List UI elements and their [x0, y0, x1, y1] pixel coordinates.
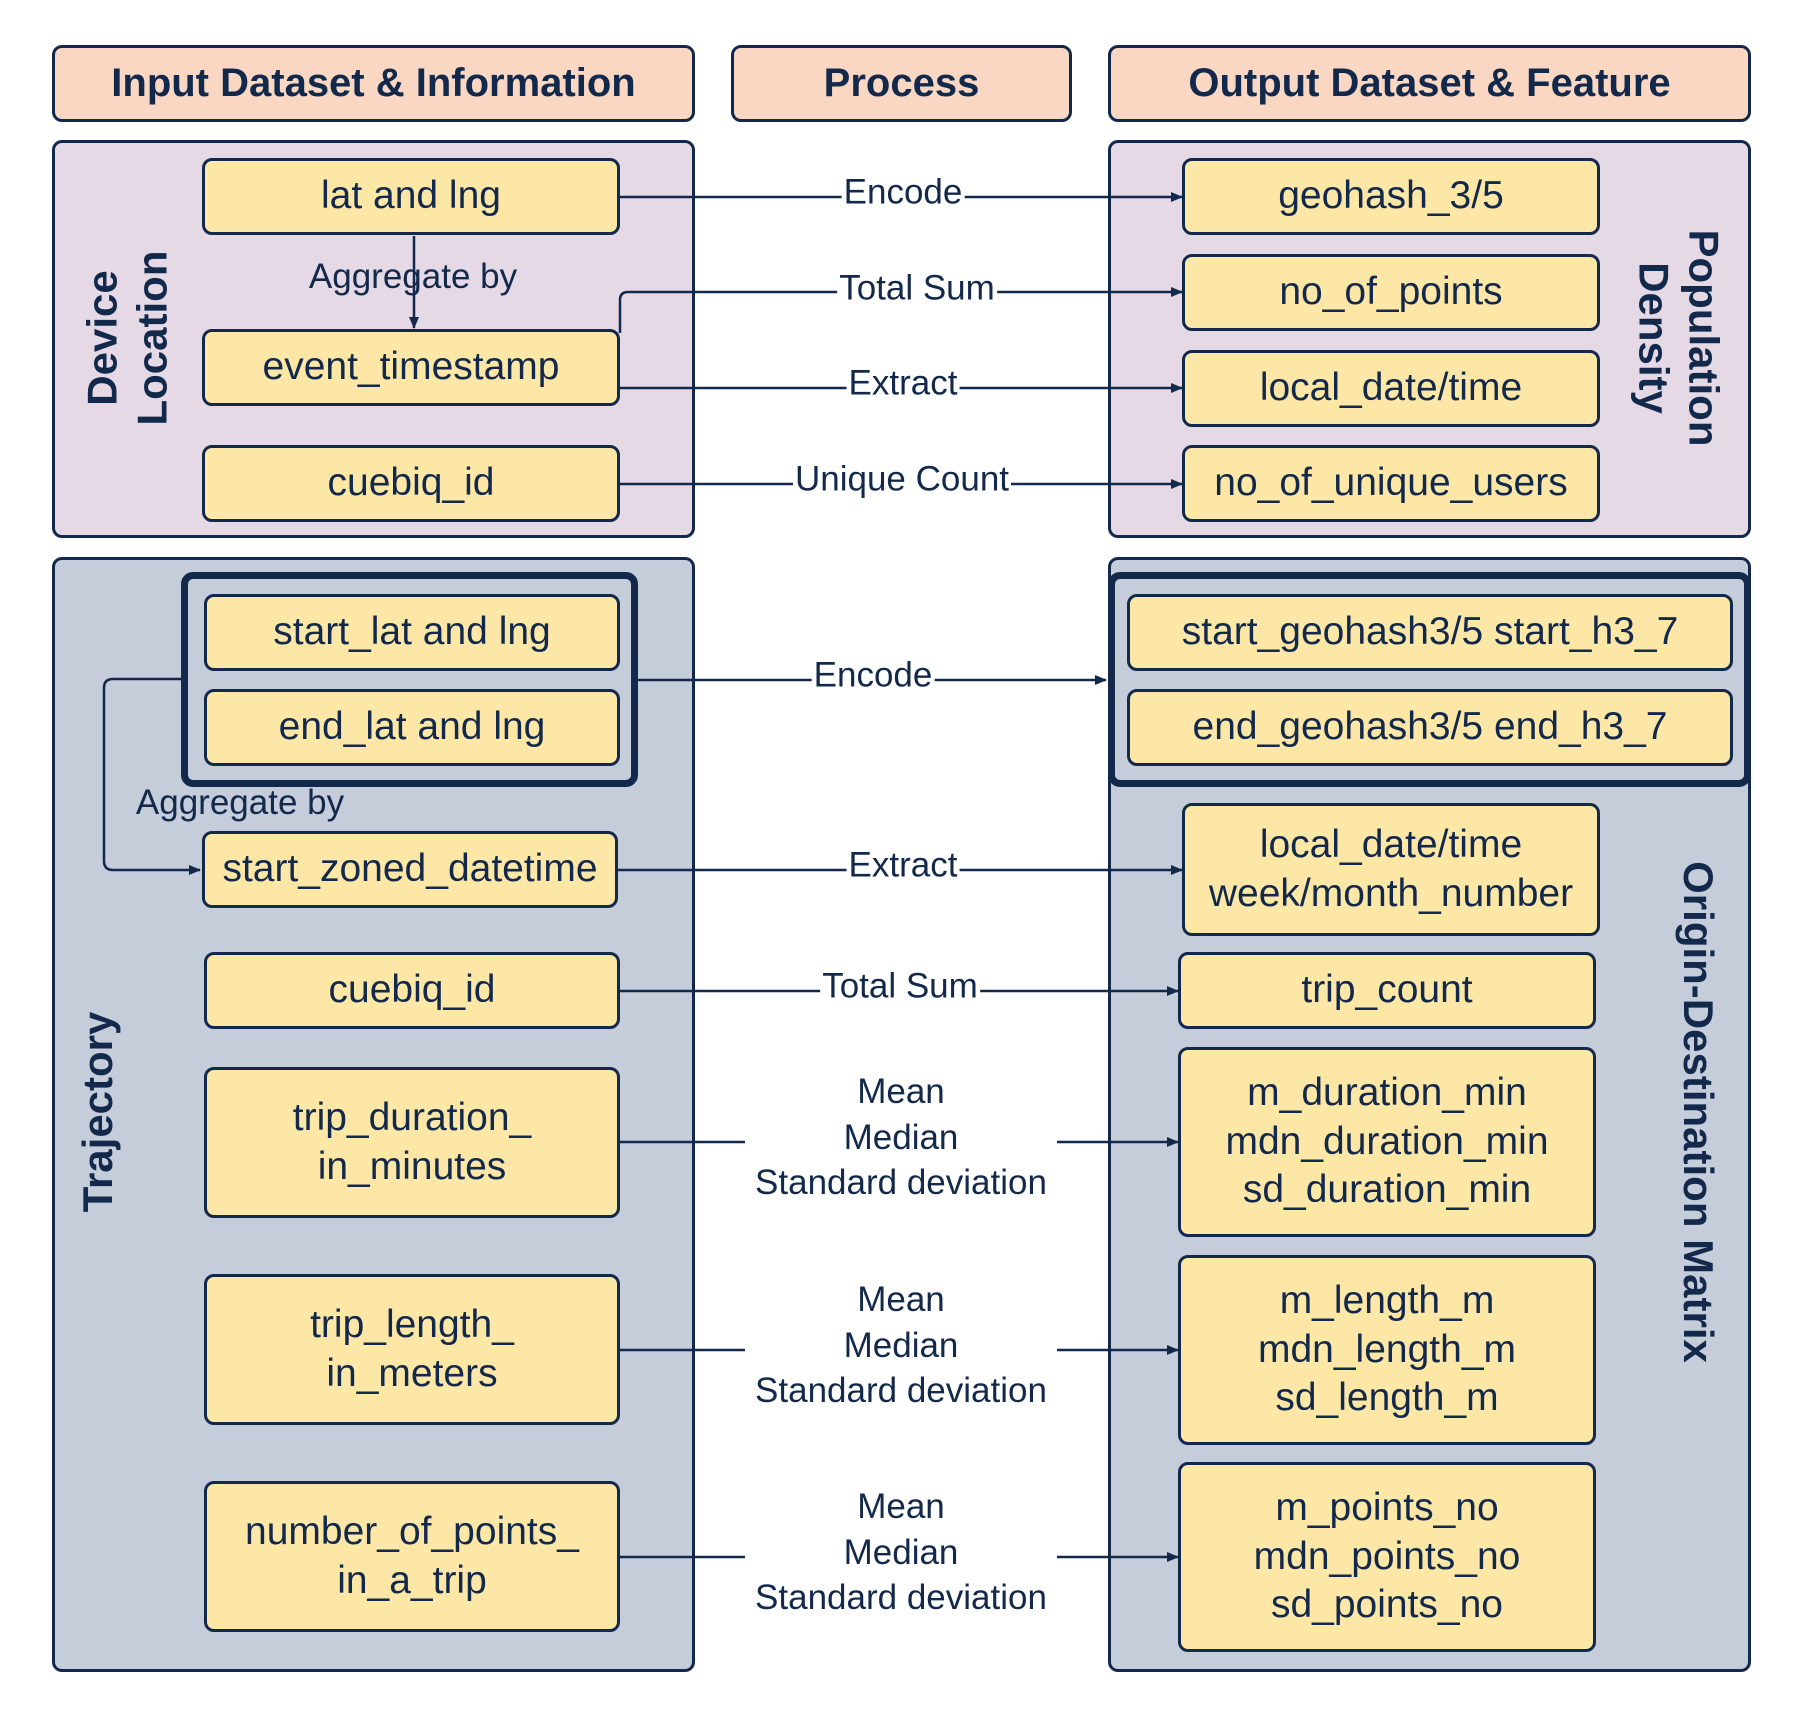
process-total-sum: Total Sum [837, 265, 997, 311]
input-number-of-points: number_of_points_ in_a_trip [204, 1481, 620, 1632]
process-unique-count: Unique Count [792, 456, 1012, 502]
device-aggregate-label: Aggregate by [308, 257, 518, 296]
input-lat-lng: lat and lng [202, 158, 620, 235]
output-local-date-time: local_date/time [1182, 350, 1600, 427]
connector-total-sum [618, 287, 1183, 333]
section-od-matrix: Origin-Destination Matrix [1675, 861, 1723, 1363]
section-device-location: Device Location [78, 250, 176, 426]
process-extract: Extract [846, 360, 960, 406]
output-duration-stats: m_duration_min mdn_duration_min sd_durat… [1178, 1047, 1596, 1237]
process-traj-total-sum: Total Sum [820, 963, 980, 1009]
process-points-stats: Mean Median Standard deviation [755, 1486, 1047, 1617]
output-start-geohash: start_geohash3/5 start_h3_7 [1127, 594, 1733, 671]
input-event-timestamp: event_timestamp [202, 329, 620, 406]
output-no-of-points: no_of_points [1182, 254, 1600, 331]
process-traj-encode: Encode [811, 652, 935, 698]
header-input: Input Dataset & Information [52, 45, 695, 122]
output-trip-count: trip_count [1178, 952, 1596, 1029]
output-length-stats: m_length_m mdn_length_m sd_length_m [1178, 1255, 1596, 1445]
input-traj-cuebiq-id: cuebiq_id [204, 952, 620, 1029]
input-trip-duration: trip_duration_ in_minutes [204, 1067, 620, 1218]
process-duration-stats: Mean Median Standard deviation [755, 1071, 1047, 1202]
input-trip-length: trip_length_ in_meters [204, 1274, 620, 1425]
header-process: Process [731, 45, 1072, 122]
output-local-date-week-month: local_date/time week/month_number [1182, 803, 1600, 936]
output-no-of-unique-users: no_of_unique_users [1182, 445, 1600, 522]
output-points-stats: m_points_no mdn_points_no sd_points_no [1178, 1462, 1596, 1652]
input-end-lat-lng: end_lat and lng [204, 689, 620, 766]
section-trajectory: Trajectory [73, 1011, 121, 1213]
start-end-geohash-group [1108, 572, 1751, 787]
process-length-stats: Mean Median Standard deviation [755, 1279, 1047, 1410]
connector-traj-aggregate [102, 677, 201, 875]
section-population-density: Population Density [1630, 229, 1728, 447]
trajectory-aggregate-label: Aggregate by [135, 783, 345, 822]
start-end-coordinates-group [181, 572, 638, 787]
process-encode: Encode [841, 169, 965, 215]
header-output: Output Dataset & Feature [1108, 45, 1751, 122]
process-traj-extract: Extract [846, 842, 960, 888]
input-cuebiq-id: cuebiq_id [202, 445, 620, 522]
output-end-geohash: end_geohash3/5 end_h3_7 [1127, 689, 1733, 766]
input-start-lat-lng: start_lat and lng [204, 594, 620, 671]
input-start-zoned-datetime: start_zoned_datetime [202, 831, 618, 908]
output-geohash: geohash_3/5 [1182, 158, 1600, 235]
